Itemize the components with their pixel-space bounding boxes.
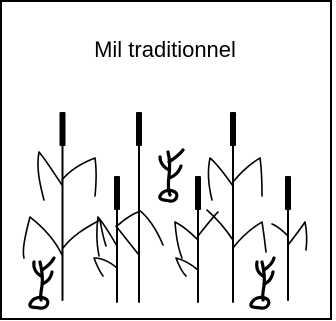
millet-plant-icon: [115, 112, 164, 303]
diagram-title: Mil traditionnel: [94, 37, 236, 62]
millet-plant-icon: [174, 176, 219, 303]
millet-plant-icon: [206, 112, 267, 303]
millet-plant-icon: [22, 112, 107, 301]
millet-plant-icon: [271, 176, 308, 301]
striga-weed-icon: [158, 148, 185, 203]
striga-weed-icon: [28, 256, 56, 310]
striga-weed-icon: [249, 256, 276, 310]
millet-plant-icon: [93, 176, 139, 303]
